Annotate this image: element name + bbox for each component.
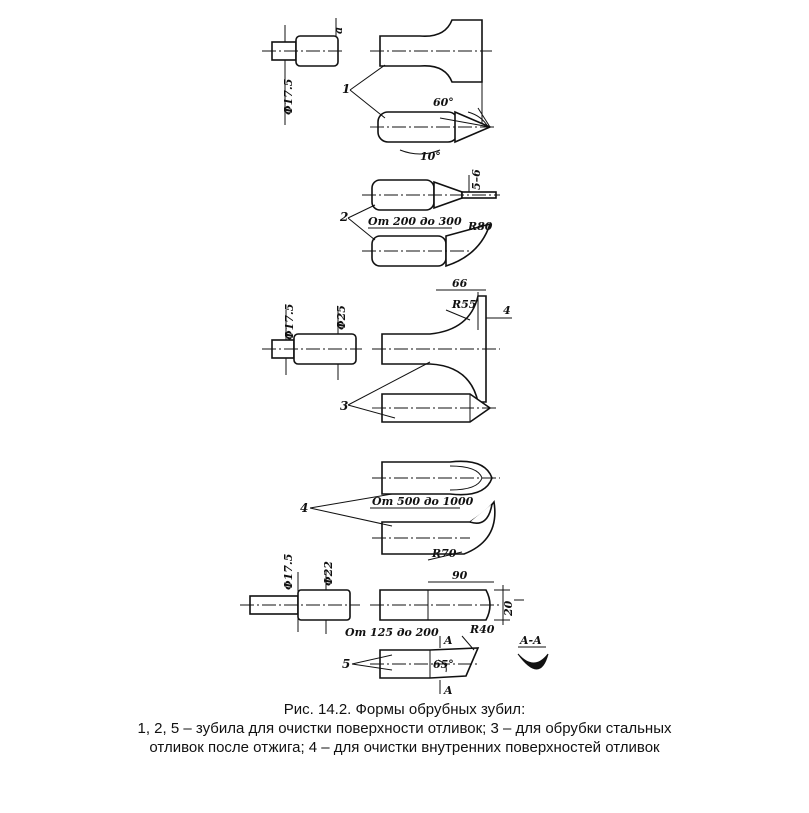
dim-angle-10: 10° <box>420 150 441 163</box>
dim-thickness-2: 5–6 <box>470 169 483 190</box>
dim-radius-5: R40 <box>469 623 495 636</box>
dim-a-1: a <box>332 27 345 34</box>
chisel-group-3: Φ17.5 Φ25 66 R55 4 3 <box>262 277 512 423</box>
chisel-3-top: 66 R55 4 <box>372 277 512 403</box>
dim-length-5: 90 <box>452 569 468 582</box>
dim-diameter-5-body: Φ22 <box>322 561 335 586</box>
chisel-5-top: 90 20 <box>370 569 524 625</box>
chisel-group-2: 5–6 R80 От 200 до 300 2 <box>339 169 500 268</box>
caption-title: Рис. 14.2. Формы обрубных зубил: <box>283 701 526 718</box>
dim-width-3: 66 <box>452 277 468 290</box>
chisel-group-1: Φ17.5 a 60° 10° 1 <box>262 18 495 163</box>
section-label: A-A <box>519 634 542 647</box>
chisel-5-bottom: 65° R40 A A <box>370 623 495 697</box>
section-mark-top: A <box>443 634 453 647</box>
dim-angle-60: 60° <box>433 96 454 109</box>
chisel-1-bottom: 60° 10° <box>370 96 495 163</box>
dim-diameter-5-small: Φ17.5 <box>282 554 295 590</box>
figure-caption: Рис. 14.2. Формы обрубных зубил: 1, 2, 5… <box>0 700 809 757</box>
chisel-2-bottom: R80 <box>362 220 493 268</box>
dim-radius-2: R80 <box>467 220 493 233</box>
chisel-group-5: Φ17.5 Φ22 90 20 От 125 до 200 65° R40 <box>240 554 549 697</box>
chisel-group-4: R70 От 500 до 1000 4 <box>300 460 500 561</box>
caption-line-1: 1, 2, 5 – зубила для очистки поверхности… <box>137 720 672 737</box>
label-3: 3 <box>340 399 348 413</box>
shank-5: Φ17.5 Φ22 <box>240 554 360 634</box>
dim-length-4: От 500 до 1000 <box>372 495 474 508</box>
chisel-1-top <box>370 19 492 130</box>
dim-diameter-1: Φ17.5 <box>282 79 295 115</box>
label-1: 1 <box>342 82 350 96</box>
dim-angle-65: 65° <box>433 658 454 671</box>
label-2: 2 <box>339 210 348 224</box>
dim-radius-4: R70 <box>431 547 457 560</box>
section-a-a: A-A <box>517 634 549 670</box>
dim-range-5: От 125 до 200 <box>345 626 439 639</box>
dim-diameter-3-body: Φ25 <box>335 305 348 330</box>
chisel-3-bottom <box>372 393 498 423</box>
dim-edge-3: 4 <box>503 304 511 317</box>
section-mark-bottom: A <box>443 684 453 697</box>
dim-height-5: 20 <box>502 600 515 617</box>
dim-diameter-3-small: Φ17.5 <box>283 304 296 340</box>
label-4: 4 <box>300 501 308 515</box>
shank-1: Φ17.5 a <box>262 18 345 125</box>
chisel-forms-drawing: Φ17.5 a 60° 10° 1 <box>240 18 549 697</box>
chisel-4-top <box>372 460 500 496</box>
chisel-4-bottom: R70 <box>372 500 496 561</box>
dim-radius-3: R55 <box>451 298 476 311</box>
label-5: 5 <box>342 657 350 671</box>
chisel-2-top: 5–6 <box>362 169 500 211</box>
caption-line-2: отливок после отжига; 4 – для очистки вн… <box>149 739 660 756</box>
shank-3: Φ17.5 Φ25 <box>262 304 362 380</box>
dim-length-2: От 200 до 300 <box>368 215 462 228</box>
